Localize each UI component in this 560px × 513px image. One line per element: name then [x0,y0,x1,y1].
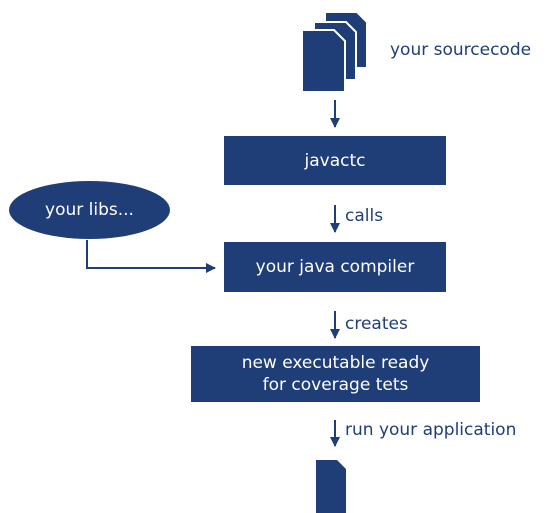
executable-line2: for coverage tets [262,375,409,395]
compiler-box: your java compiler [224,242,446,292]
executable-text: new executable ready for coverage tets [242,352,430,396]
sourcecode-label: your sourcecode [390,40,532,60]
run-label: run your application [345,420,517,440]
libs-ellipse: your libs... [9,181,170,239]
executable-line1: new executable ready [241,353,430,373]
executable-box: new executable ready for coverage tets [191,346,480,402]
document-icon [316,460,346,513]
document-stack-icon [301,11,368,93]
arrow-libs-to-compiler [86,240,216,273]
libs-label: your libs... [45,200,134,220]
document-front [301,29,346,93]
compiler-label: your java compiler [255,257,415,277]
calls-label: calls [345,206,384,226]
creates-label: creates [345,314,408,334]
javactc-label: javactc [304,150,366,171]
javactc-box: javactc [224,136,446,185]
